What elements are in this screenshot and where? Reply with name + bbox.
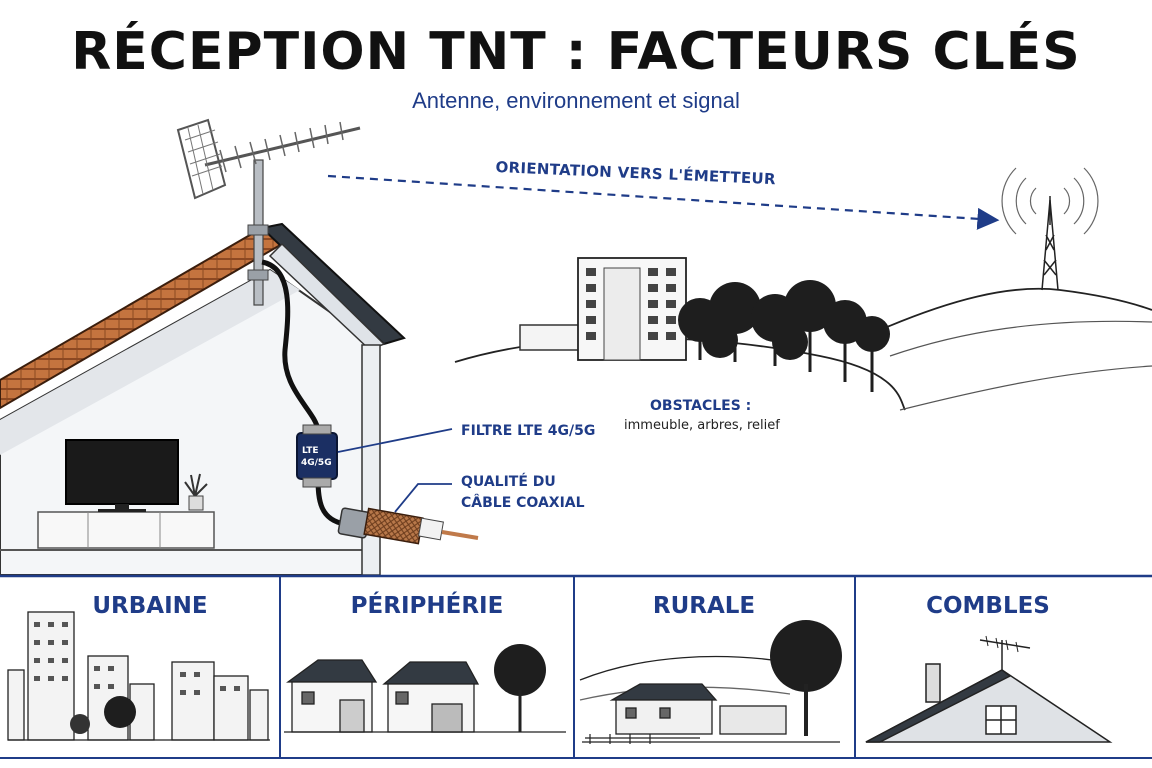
television	[65, 439, 179, 512]
panel-grid	[0, 574, 1152, 759]
urban-scene	[7, 611, 270, 741]
panel-title-rurale: RURALE	[652, 593, 756, 619]
panel-title-combles: COMBLES	[926, 593, 1050, 619]
filter-box-text-line2: 4G/5G	[301, 458, 332, 468]
panel-title-peripherie: PÉRIPHÉRIE	[350, 593, 504, 619]
lte-filter-box	[296, 424, 338, 488]
panel-title-urbaine: URBAINE	[92, 593, 208, 619]
leader-lines	[337, 428, 453, 513]
roof-antenna	[176, 118, 361, 306]
obstacles-detail: immeuble, arbres, relief	[624, 418, 780, 433]
tv-furniture	[37, 511, 215, 549]
filter-box-text-line1: LTE	[302, 446, 319, 456]
potted-plant	[184, 473, 208, 511]
obstacles-title: OBSTACLES :	[650, 398, 752, 414]
attic-scene	[865, 635, 1113, 743]
tree-line-obstacle	[678, 280, 890, 392]
diagram-subtitle: Antenne, environnement et signal	[412, 88, 740, 113]
diagram-title: RÉCEPTION TNT : FACTEURS CLÉS	[71, 22, 1081, 82]
transmitter-tower	[1001, 167, 1099, 291]
cable-label-line1: QUALITÉ DU	[461, 474, 556, 490]
rural-scene	[579, 620, 842, 744]
coax-connector	[337, 507, 479, 545]
cable-label-line2: CÂBLE COAXIAL	[461, 495, 585, 511]
apartment-building-obstacle	[519, 257, 687, 361]
lte-filter-label: FILTRE LTE 4G/5G	[461, 423, 596, 439]
suburban-scene	[284, 644, 566, 733]
